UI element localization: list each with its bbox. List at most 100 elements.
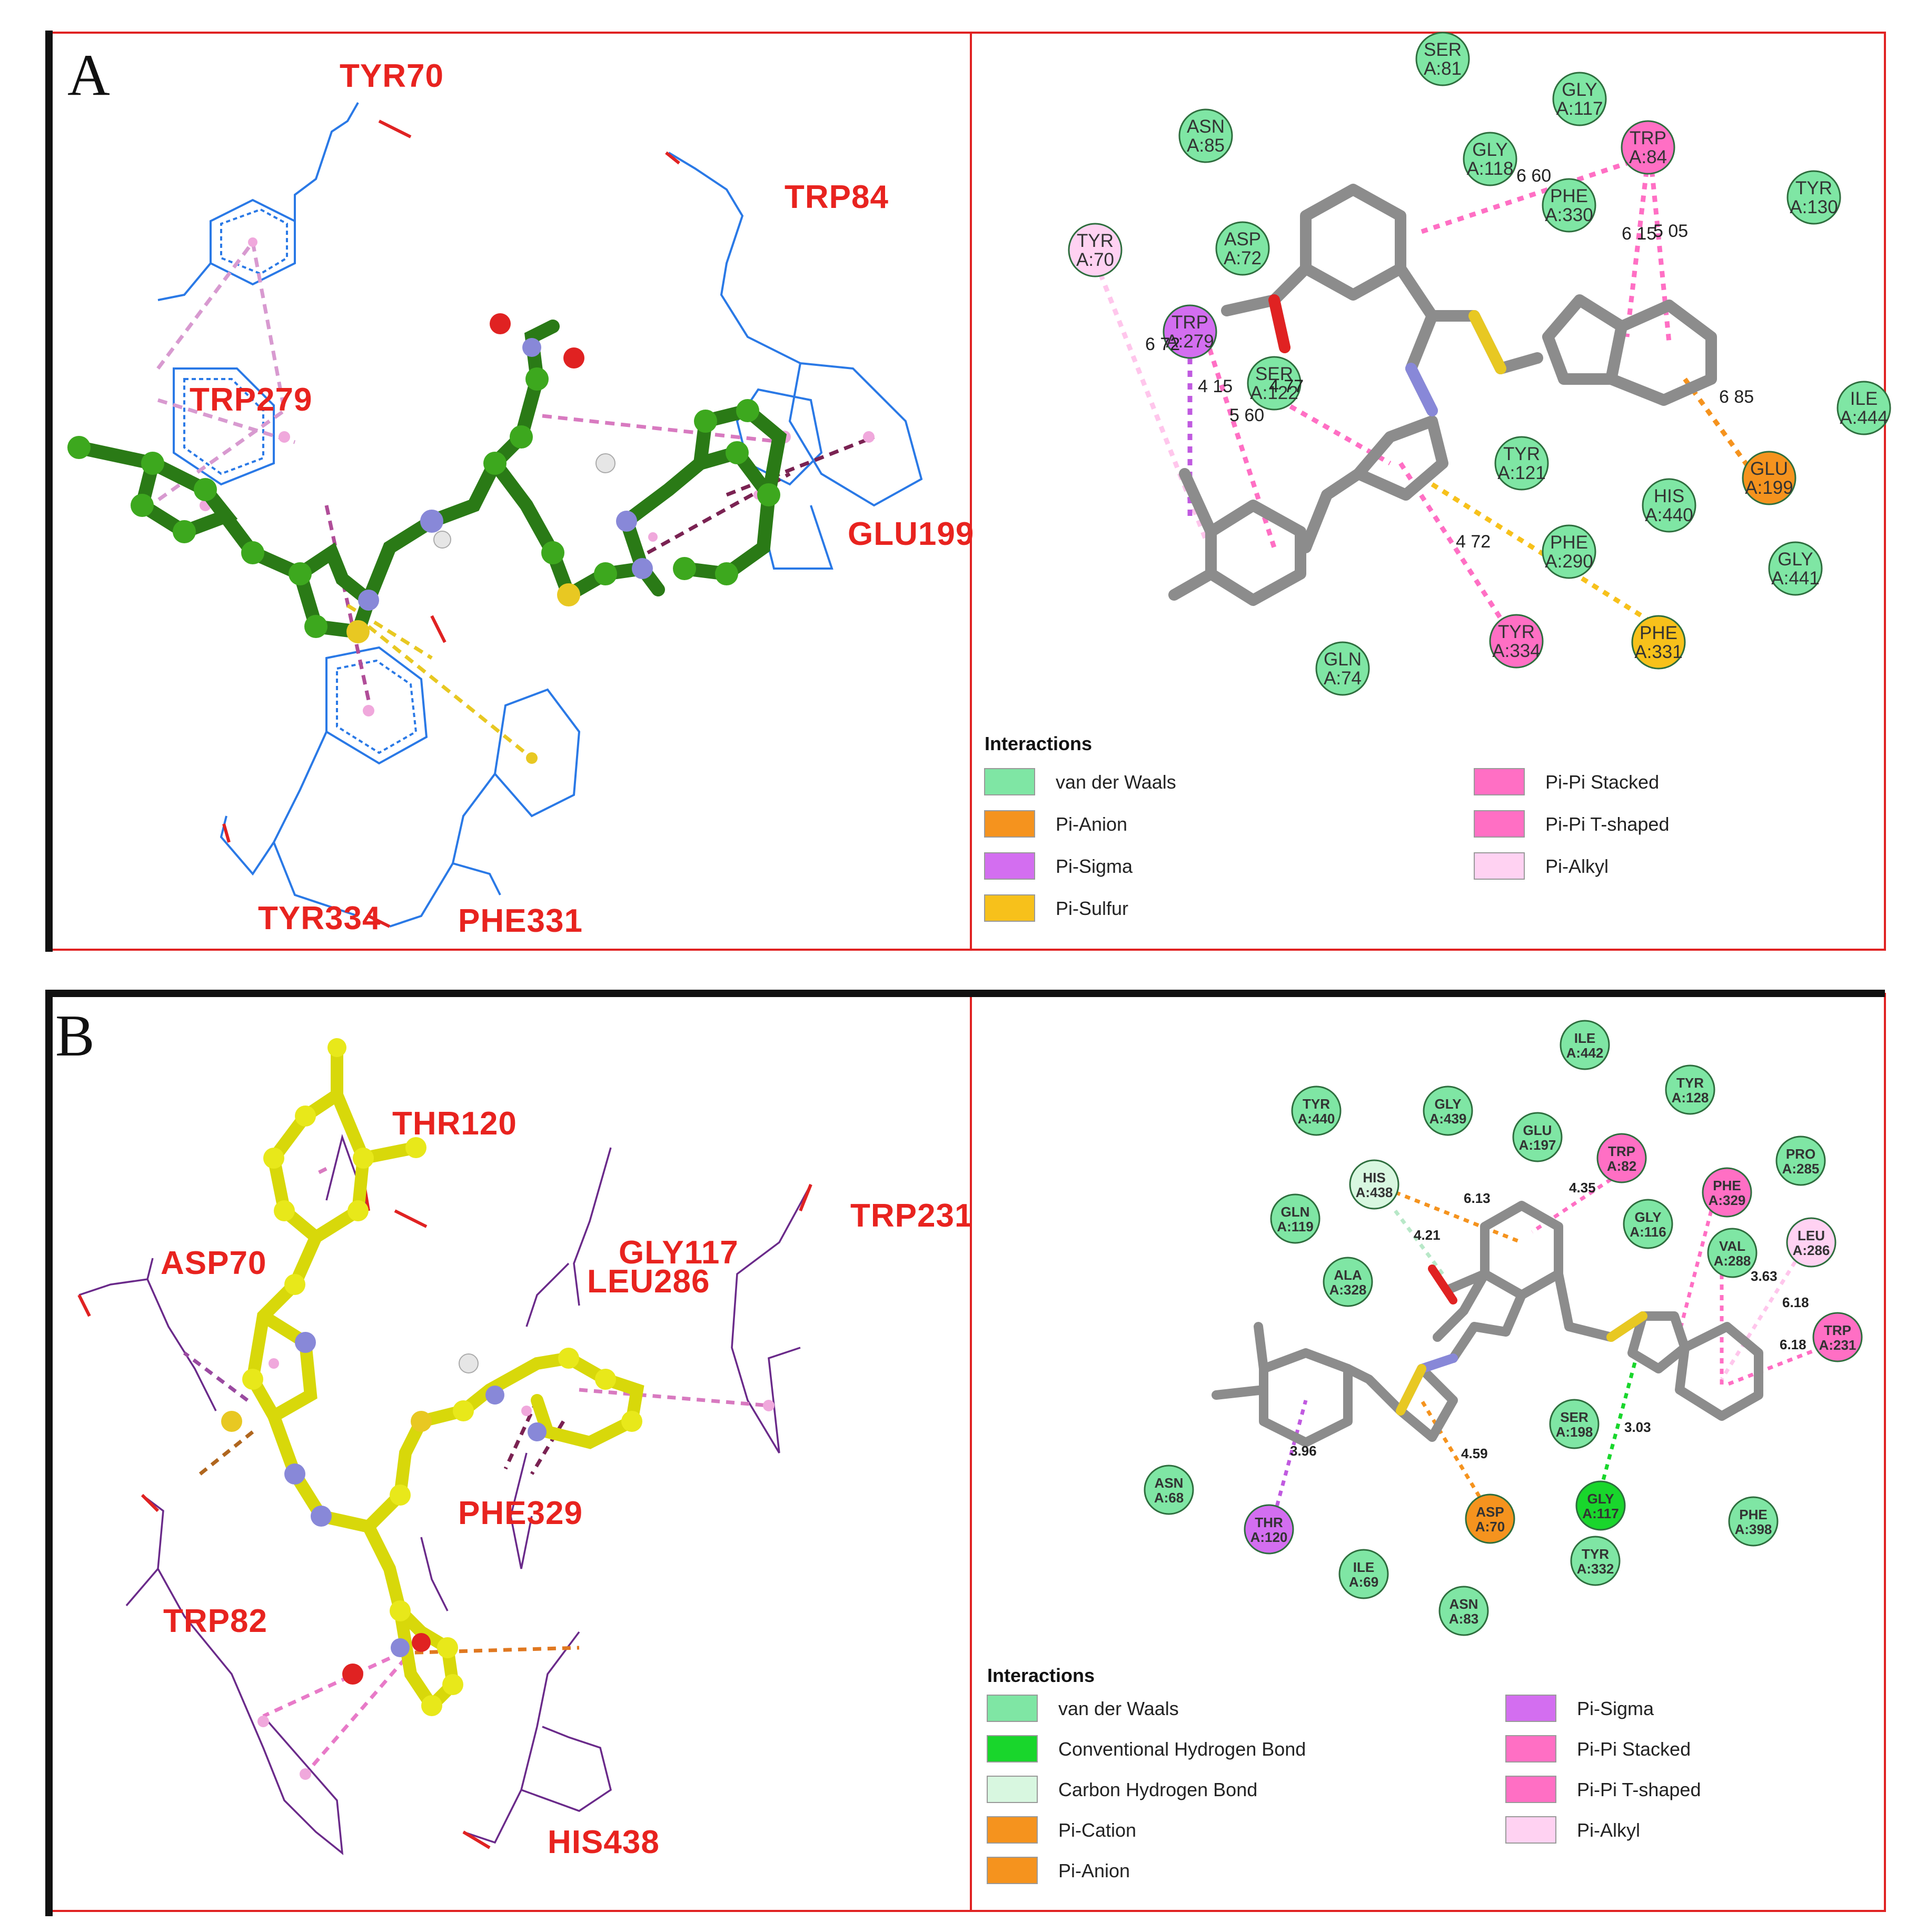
legend-label: Pi-Pi T-shaped [1577,1779,1701,1800]
residue-disc [1786,1217,1836,1268]
residue-chain-id: A:334 [1492,641,1540,661]
residue-disc [1438,1586,1489,1636]
distance-label: 3.63 [1751,1268,1778,1284]
distance-label: 4.59 [1461,1446,1488,1461]
residue-name: GLN [1324,649,1362,670]
residue-disc [1549,1399,1600,1449]
panel-a-label-tyr334: TYR334 [258,900,381,937]
panel-a-legend-title: Interactions [985,733,1092,754]
residue-name: TYR [1676,1075,1704,1091]
distance-label: 6.18 [1782,1294,1809,1310]
distance-label: 6 60 [1516,166,1551,186]
residue-name: TYR [1503,444,1540,464]
residue-chain-id: A:290 [1545,551,1593,572]
residue-name: TRP [1172,312,1208,333]
residue-name: GLY [1587,1491,1614,1507]
distance-label: 4.21 [1414,1227,1441,1243]
panel-b-label-trp82: TRP82 [163,1603,267,1639]
interaction-line [1394,1209,1444,1276]
legend-item: Pi-Pi T-shaped [1505,1776,1701,1803]
panel-b-2d-frame [970,993,1886,1912]
residue-name: TYR [1498,622,1535,642]
panel-a-letter: A [67,43,110,108]
residue-name: ILE [1353,1559,1374,1575]
residue-disc [1512,1112,1563,1162]
legend-label: Conventional Hydrogen Bond [1058,1738,1306,1760]
legend-label: Pi-Anion [1056,813,1127,835]
residue-name: TYR [1077,231,1114,251]
residue-disc [1552,72,1607,126]
residue-chain-id: A:199 [1745,477,1793,498]
distance-label: 6 85 [1719,387,1754,407]
residue-disc [1465,1493,1515,1544]
residue-disc [1338,1549,1389,1599]
residue-disc [1247,356,1302,411]
residue-disc [1423,1085,1473,1136]
residue-disc [1489,614,1544,669]
residue-disc [1768,541,1823,596]
residue-chain-id: A:84 [1629,147,1667,167]
legend-label: Pi-Alkyl [1577,1819,1640,1841]
residue-name: TYR [1303,1096,1330,1112]
legend-swatch [1474,810,1525,838]
residue-disc [1560,1020,1610,1070]
residue-disc [1270,1193,1321,1244]
residue-name: ILE [1850,389,1878,409]
distance-label: 6 72 [1145,334,1180,354]
residue-disc [1623,1199,1673,1249]
residue-name: GLU [1523,1122,1552,1138]
residue-name: GLY [1634,1209,1661,1225]
residue-name: PHE [1640,623,1677,643]
residue-name: TRP [1630,128,1666,148]
panel-b-2d-view: ILEA:442TYRA:440GLYA:439TYRA:128GLUA:197… [987,1020,1863,1884]
residue-disc [1742,451,1796,505]
interaction-line [1599,1352,1640,1490]
residue-chain-id: A:81 [1424,58,1462,79]
residue-chain-id: A:197 [1519,1137,1556,1153]
residue-name: SER [1560,1409,1589,1425]
residue-disc [1349,1159,1399,1210]
residue-disc [1621,120,1675,175]
residue-chain-id: A:279 [1166,331,1214,352]
legend-swatch [1505,1695,1556,1722]
residue-chain-id: A:72 [1224,248,1262,268]
residue-chain-id: A:438 [1356,1184,1393,1200]
residue-name: ASN [1187,116,1225,137]
distance-label: 3.03 [1624,1419,1651,1435]
panel-b-label-trp231: TRP231 [850,1198,973,1234]
residue-name: PHE [1739,1507,1767,1522]
legend-label: van der Waals [1056,771,1176,793]
legend-item: Pi-Pi T-shaped [1474,810,1669,838]
residue-chain-id: A:130 [1790,197,1838,217]
legend-item: Pi-Alkyl [1505,1816,1640,1844]
residue-name: THR [1255,1515,1283,1530]
legend-swatch [987,1695,1038,1722]
residue-chain-id: A:330 [1545,205,1593,225]
residue-disc [1707,1228,1758,1278]
